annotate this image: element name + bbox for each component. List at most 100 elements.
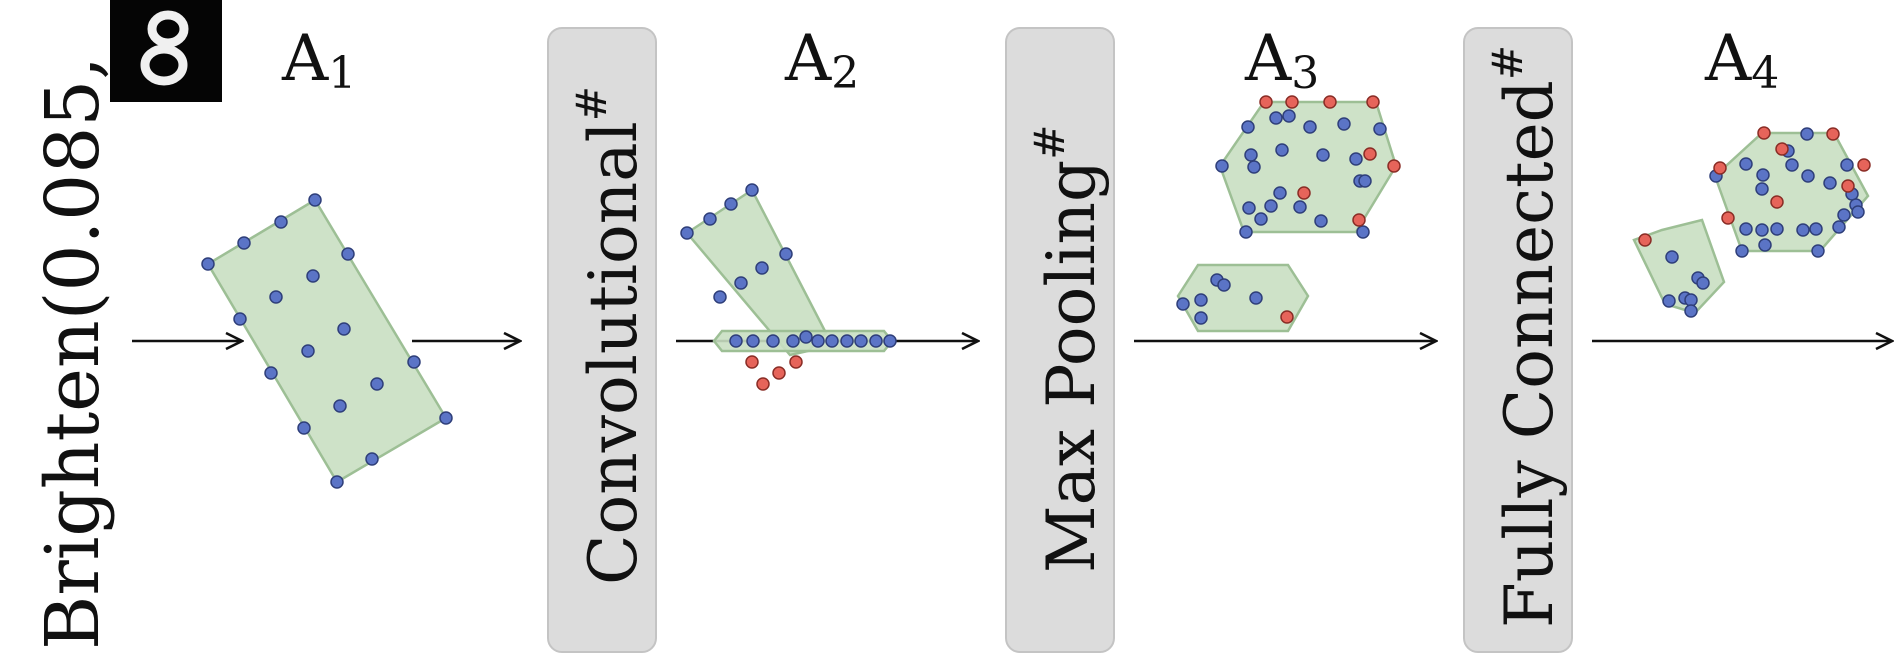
sample-point-blue [330, 475, 344, 489]
layer-box-convolutional: Convolutional# [547, 27, 657, 653]
svg-text:Max Pooling#: Max Pooling# [1025, 124, 1110, 573]
sample-point-blue [337, 322, 351, 336]
layer-box-max-pooling: Max Pooling# [1005, 27, 1115, 653]
sample-point-blue [1662, 294, 1676, 308]
sample-point-blue [1739, 222, 1753, 236]
sample-point-blue [869, 334, 883, 348]
sample-point-blue [1275, 143, 1289, 157]
sample-point-blue [1247, 160, 1261, 174]
sample-point-blue [1696, 276, 1710, 290]
stage-a2-region [680, 183, 897, 391]
sample-point-blue [840, 334, 854, 348]
sample-point-blue [1337, 117, 1351, 131]
sample-point-blue [341, 247, 355, 261]
sample-point-red [1841, 179, 1855, 193]
sample-point-blue [1785, 158, 1799, 172]
sample-point-blue [308, 193, 322, 207]
sample-point-blue [1837, 208, 1851, 222]
sample-point-blue [755, 261, 769, 275]
sample-point-blue [274, 215, 288, 229]
sample-point-red [1352, 213, 1366, 227]
sample-point-red [1259, 95, 1273, 109]
sample-point-blue [1217, 278, 1231, 292]
sample-point-blue [1194, 293, 1208, 307]
sample-point-blue [1314, 214, 1328, 228]
sample-point-red [1770, 195, 1784, 209]
sample-point-red [1363, 147, 1377, 161]
sample-point-blue [1735, 244, 1749, 258]
stage-title-a3: A3 [1244, 22, 1319, 99]
sample-point-blue [1770, 222, 1784, 236]
sample-point-blue [370, 377, 384, 391]
sample-point-blue [811, 334, 825, 348]
stage-title-a1: A1 [281, 22, 356, 99]
sample-point-blue [1176, 297, 1190, 311]
sample-point-blue [854, 334, 868, 348]
sample-point-blue [703, 212, 717, 226]
sample-point-blue [1358, 174, 1372, 188]
sample-point-blue [1796, 223, 1810, 237]
sample-point-blue [1809, 222, 1823, 236]
sample-point-red [1285, 95, 1299, 109]
digit-8-glyph [140, 10, 189, 86]
sample-point-red [756, 377, 770, 391]
sample-point-blue [883, 334, 897, 348]
sample-point-blue [1316, 148, 1330, 162]
svg-text:Fully Connected#: Fully Connected# [1483, 45, 1568, 628]
sample-point-blue [1832, 220, 1846, 234]
sample-point-blue [201, 257, 215, 271]
sample-point-red [1826, 127, 1840, 141]
sample-point-blue [1254, 212, 1268, 226]
sample-point-blue [1269, 111, 1283, 125]
sample-point-blue [713, 290, 727, 304]
sample-point-red [772, 366, 786, 380]
sample-point-blue [297, 421, 311, 435]
sample-point-blue [1840, 158, 1854, 172]
input-label-text: Brighten(0.085, [30, 56, 116, 650]
sample-point-blue [779, 247, 793, 261]
svg-text:A2: A2 [784, 22, 859, 99]
sample-point-blue [1684, 293, 1698, 307]
sample-point-blue [1684, 304, 1698, 318]
sample-point-blue [1242, 201, 1256, 215]
svg-text:A3: A3 [1244, 22, 1319, 99]
sample-point-blue [233, 312, 247, 326]
sample-point-blue [1356, 225, 1370, 239]
sample-point-red [745, 355, 759, 369]
sample-point-blue [766, 334, 780, 348]
svg-text:Convolutional#: Convolutional# [567, 86, 652, 585]
sample-point-red [1775, 142, 1789, 156]
sample-point-blue [680, 226, 694, 240]
sample-point-red [1387, 159, 1401, 173]
sample-point-blue [1758, 238, 1772, 252]
stage-a1-region [201, 193, 453, 489]
sample-point-blue [1811, 244, 1825, 258]
sample-point-blue [365, 452, 379, 466]
sample-point-blue [1293, 200, 1307, 214]
sample-point-blue [1665, 250, 1679, 264]
sample-point-blue [1823, 176, 1837, 190]
sample-point-blue [786, 334, 800, 348]
stage-a3-region [1176, 95, 1401, 333]
sample-point-blue [1282, 109, 1296, 123]
sample-point-blue [1756, 168, 1770, 182]
sample-point-blue [1800, 127, 1814, 141]
sample-point-blue [264, 366, 278, 380]
sample-point-red [1366, 95, 1380, 109]
sample-point-blue [1273, 186, 1287, 200]
sample-point-blue [1303, 120, 1317, 134]
sample-point-red [1638, 233, 1652, 247]
sample-point-red [1857, 158, 1871, 172]
sample-point-blue [301, 344, 315, 358]
sample-point-blue [1241, 120, 1255, 134]
stage-title-a4: A4 [1704, 22, 1779, 99]
sample-point-red [1323, 95, 1337, 109]
sample-point-red [1297, 186, 1311, 200]
sample-point-blue [237, 236, 251, 250]
stage-a4-region [1632, 126, 1871, 318]
sample-point-red [1713, 161, 1727, 175]
sample-point-blue [1373, 122, 1387, 136]
sample-point-blue [1801, 169, 1815, 183]
sample-point-blue [333, 399, 347, 413]
